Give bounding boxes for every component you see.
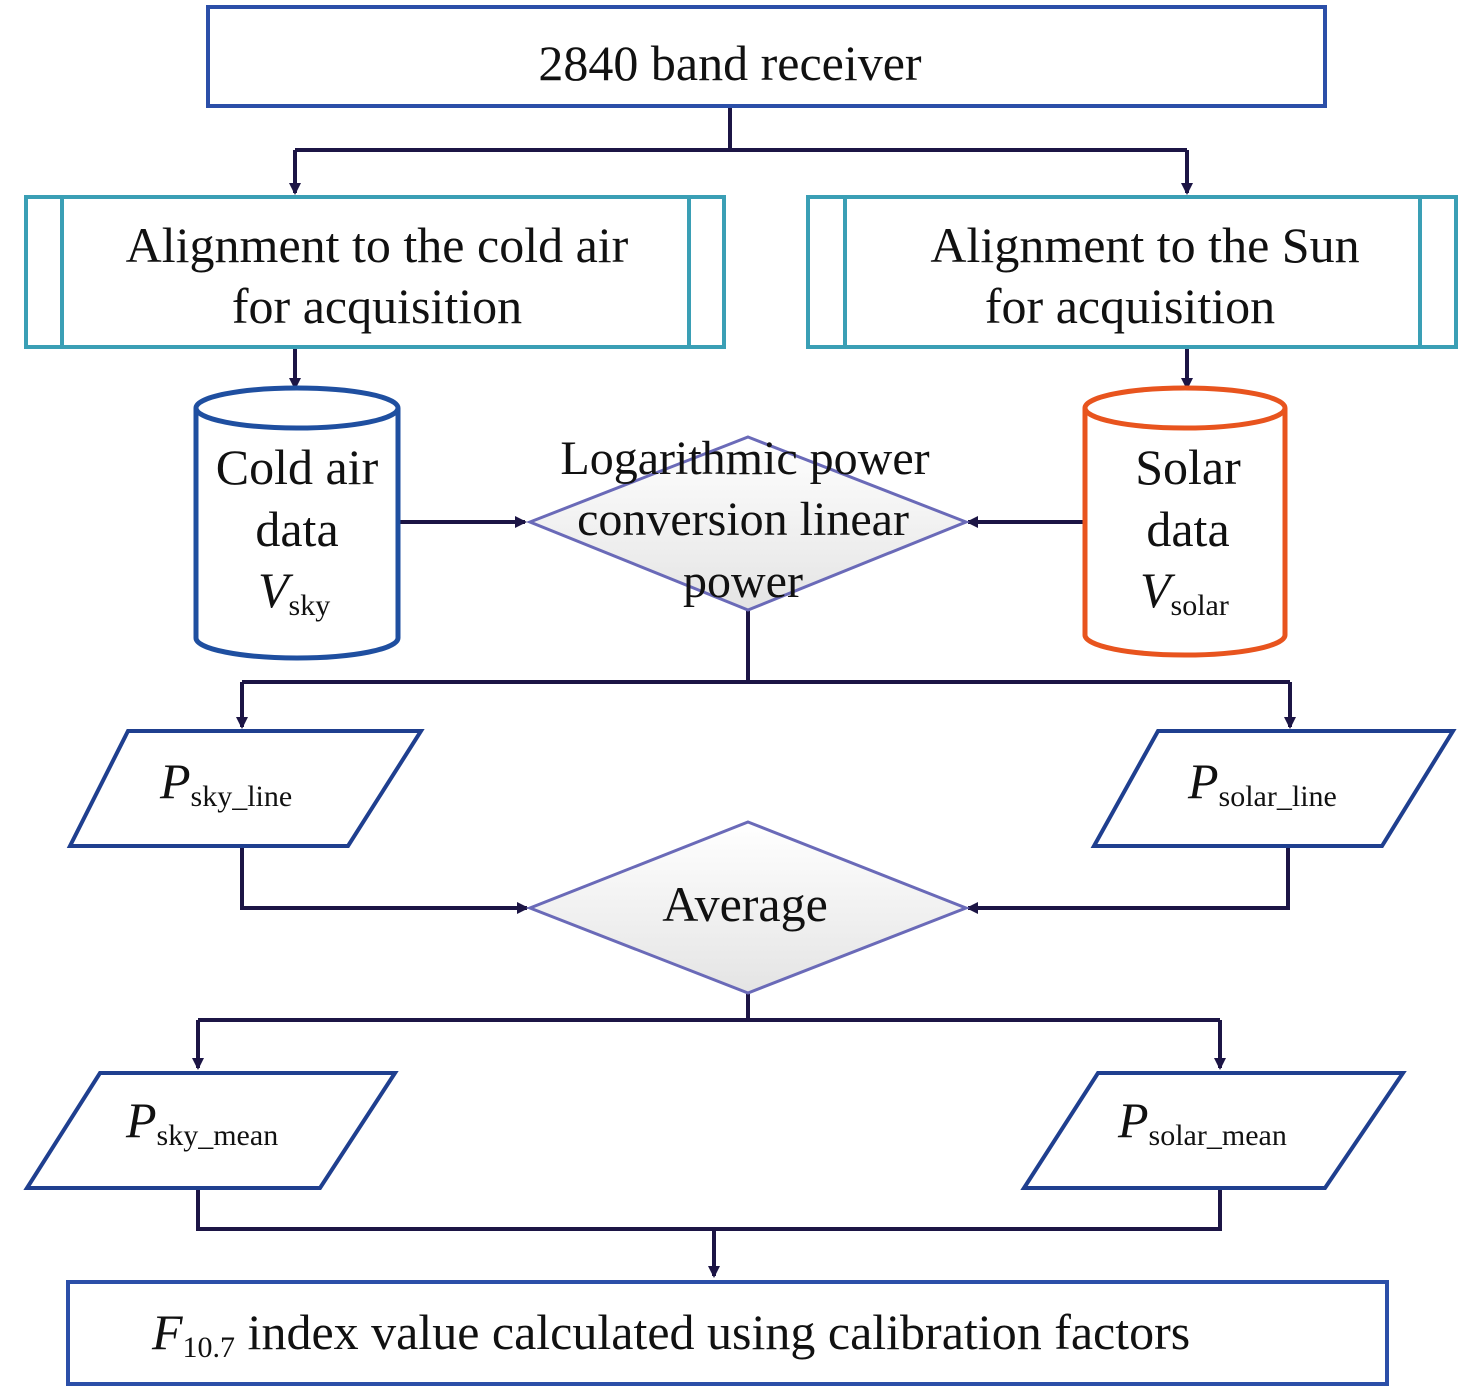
p-solar-mean-node	[1020, 1071, 1407, 1190]
align-sun-box	[806, 195, 1458, 349]
connector-means-join	[196, 1188, 1222, 1276]
connector-receiver-split	[295, 106, 1187, 152]
receiver-box: 2840 band receiver	[206, 5, 1327, 108]
arrow-solar-line-to-average	[966, 846, 1290, 914]
result-box: F10.7 index value calculated using calib…	[66, 1280, 1389, 1386]
result-label: F10.7 index value calculated using calib…	[151, 1304, 1190, 1364]
solar-data-line1: Solar	[1135, 439, 1241, 495]
cold-data-line2: data	[255, 501, 338, 557]
log-convert-line1: Logarithmic power	[560, 432, 929, 485]
log-convert-line2: conversion linear	[577, 493, 909, 546]
p-sky-mean-label: Psky_mean	[125, 1092, 278, 1152]
align-sun-line1: Alignment to the Sun	[930, 217, 1359, 273]
p-solar-line-node	[1090, 729, 1457, 848]
align-cold-line1: Alignment to the cold air	[126, 217, 629, 273]
solar-data-line2: data	[1146, 501, 1229, 557]
average-diamond	[525, 820, 971, 995]
align-sun-line2: for acquisition	[985, 278, 1275, 334]
p-sky-line-label: Psky_line	[159, 753, 292, 813]
connectors	[192, 106, 1296, 1276]
arrow-sky-line-to-average	[240, 846, 529, 914]
cold-data-cylinder	[193, 385, 401, 661]
solar-data-cylinder	[1082, 385, 1288, 658]
solar-data-variable: Vsolar	[1140, 562, 1229, 622]
p-solar-line-label: Psolar_line	[1187, 753, 1337, 813]
log-convert-diamond	[525, 435, 971, 612]
align-cold-line2: for acquisition	[232, 278, 522, 334]
align-cold-box	[24, 195, 726, 349]
cold-data-line1: Cold air	[216, 439, 379, 495]
cold-data-variable: Vsky	[258, 562, 330, 622]
p-solar-mean-label: Psolar_mean	[1117, 1092, 1287, 1152]
log-convert-line3: power	[683, 555, 803, 608]
p-sky-mean-node	[23, 1071, 399, 1190]
p-sky-line-node	[66, 729, 425, 848]
connector-average-split	[198, 993, 1220, 1022]
connector-log-split	[242, 610, 1290, 684]
receiver-label: 2840 band receiver	[538, 35, 922, 91]
average-label: Average	[662, 876, 828, 932]
